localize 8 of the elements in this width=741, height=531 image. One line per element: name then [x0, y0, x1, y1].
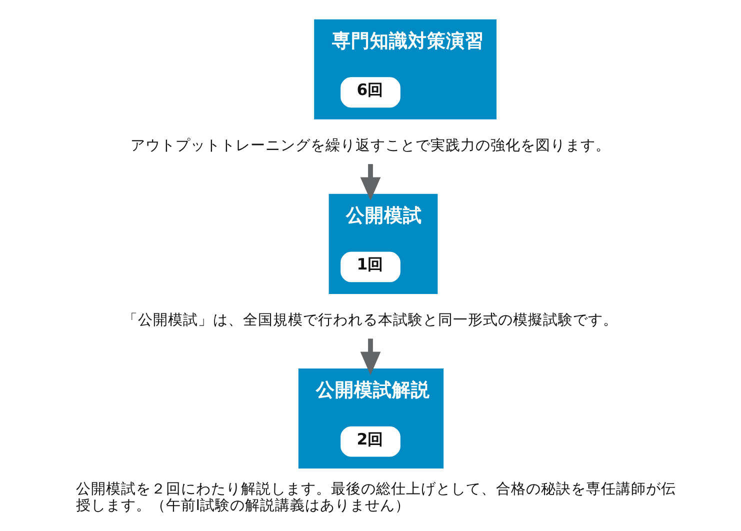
- node-box: 1回: [340, 252, 400, 282]
- node-text: 公開模試を２回にわたり解説します。最後の総仕上げとして、合格の秘訣を専任講師が伝授します。（午前Ⅰ試験の解説講義はありません）: [76, 480, 676, 514]
- arrow: [360, 164, 381, 200]
- node-box: 2回: [340, 426, 400, 457]
- node-text: アウトプットトレーニングを繰り返すことで実践力の強化を図ります。: [130, 136, 610, 154]
- arrow: [360, 338, 381, 376]
- node-text: 「公開模試」は、全国規模で行われる本試験と同一形式の模擬試験です。: [123, 311, 618, 328]
- node-box: 6回: [340, 77, 400, 108]
